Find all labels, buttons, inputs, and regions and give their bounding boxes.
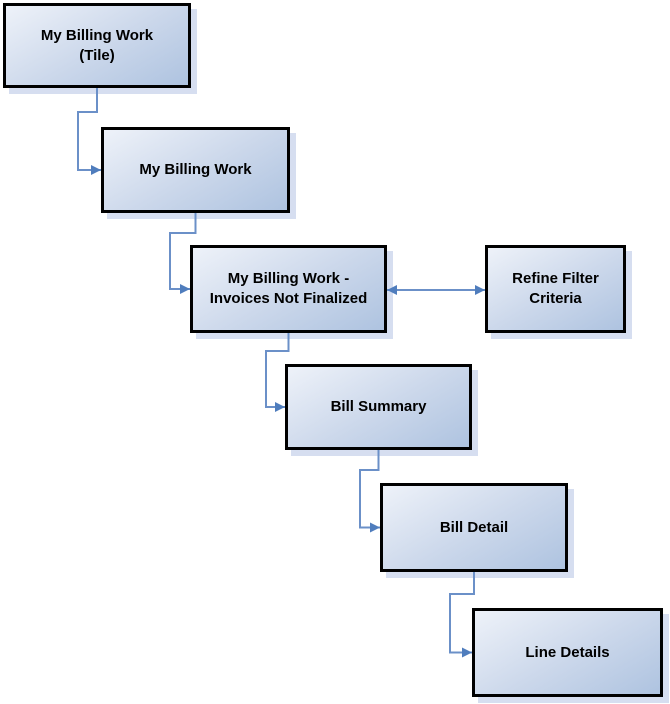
flow-node-refine-filter-criteria: Refine Filter Criteria: [485, 245, 626, 333]
flow-node-invoices-not-finalized: My Billing Work - Invoices Not Finalized: [190, 245, 387, 333]
flow-node-my-billing-work: My Billing Work: [101, 127, 290, 213]
flow-node-bill-detail: Bill Detail: [380, 483, 568, 572]
flow-node-bill-summary: Bill Summary: [285, 364, 472, 450]
flow-node-billing-tile: My Billing Work (Tile): [3, 3, 191, 88]
flow-node-line-details: Line Details: [472, 608, 663, 697]
connector-bill-summary-to-bill-detail: [359, 450, 380, 533]
connector-tile-to-my-billing-work: [77, 88, 101, 175]
connector-bill-detail-to-line-details: [449, 572, 475, 658]
